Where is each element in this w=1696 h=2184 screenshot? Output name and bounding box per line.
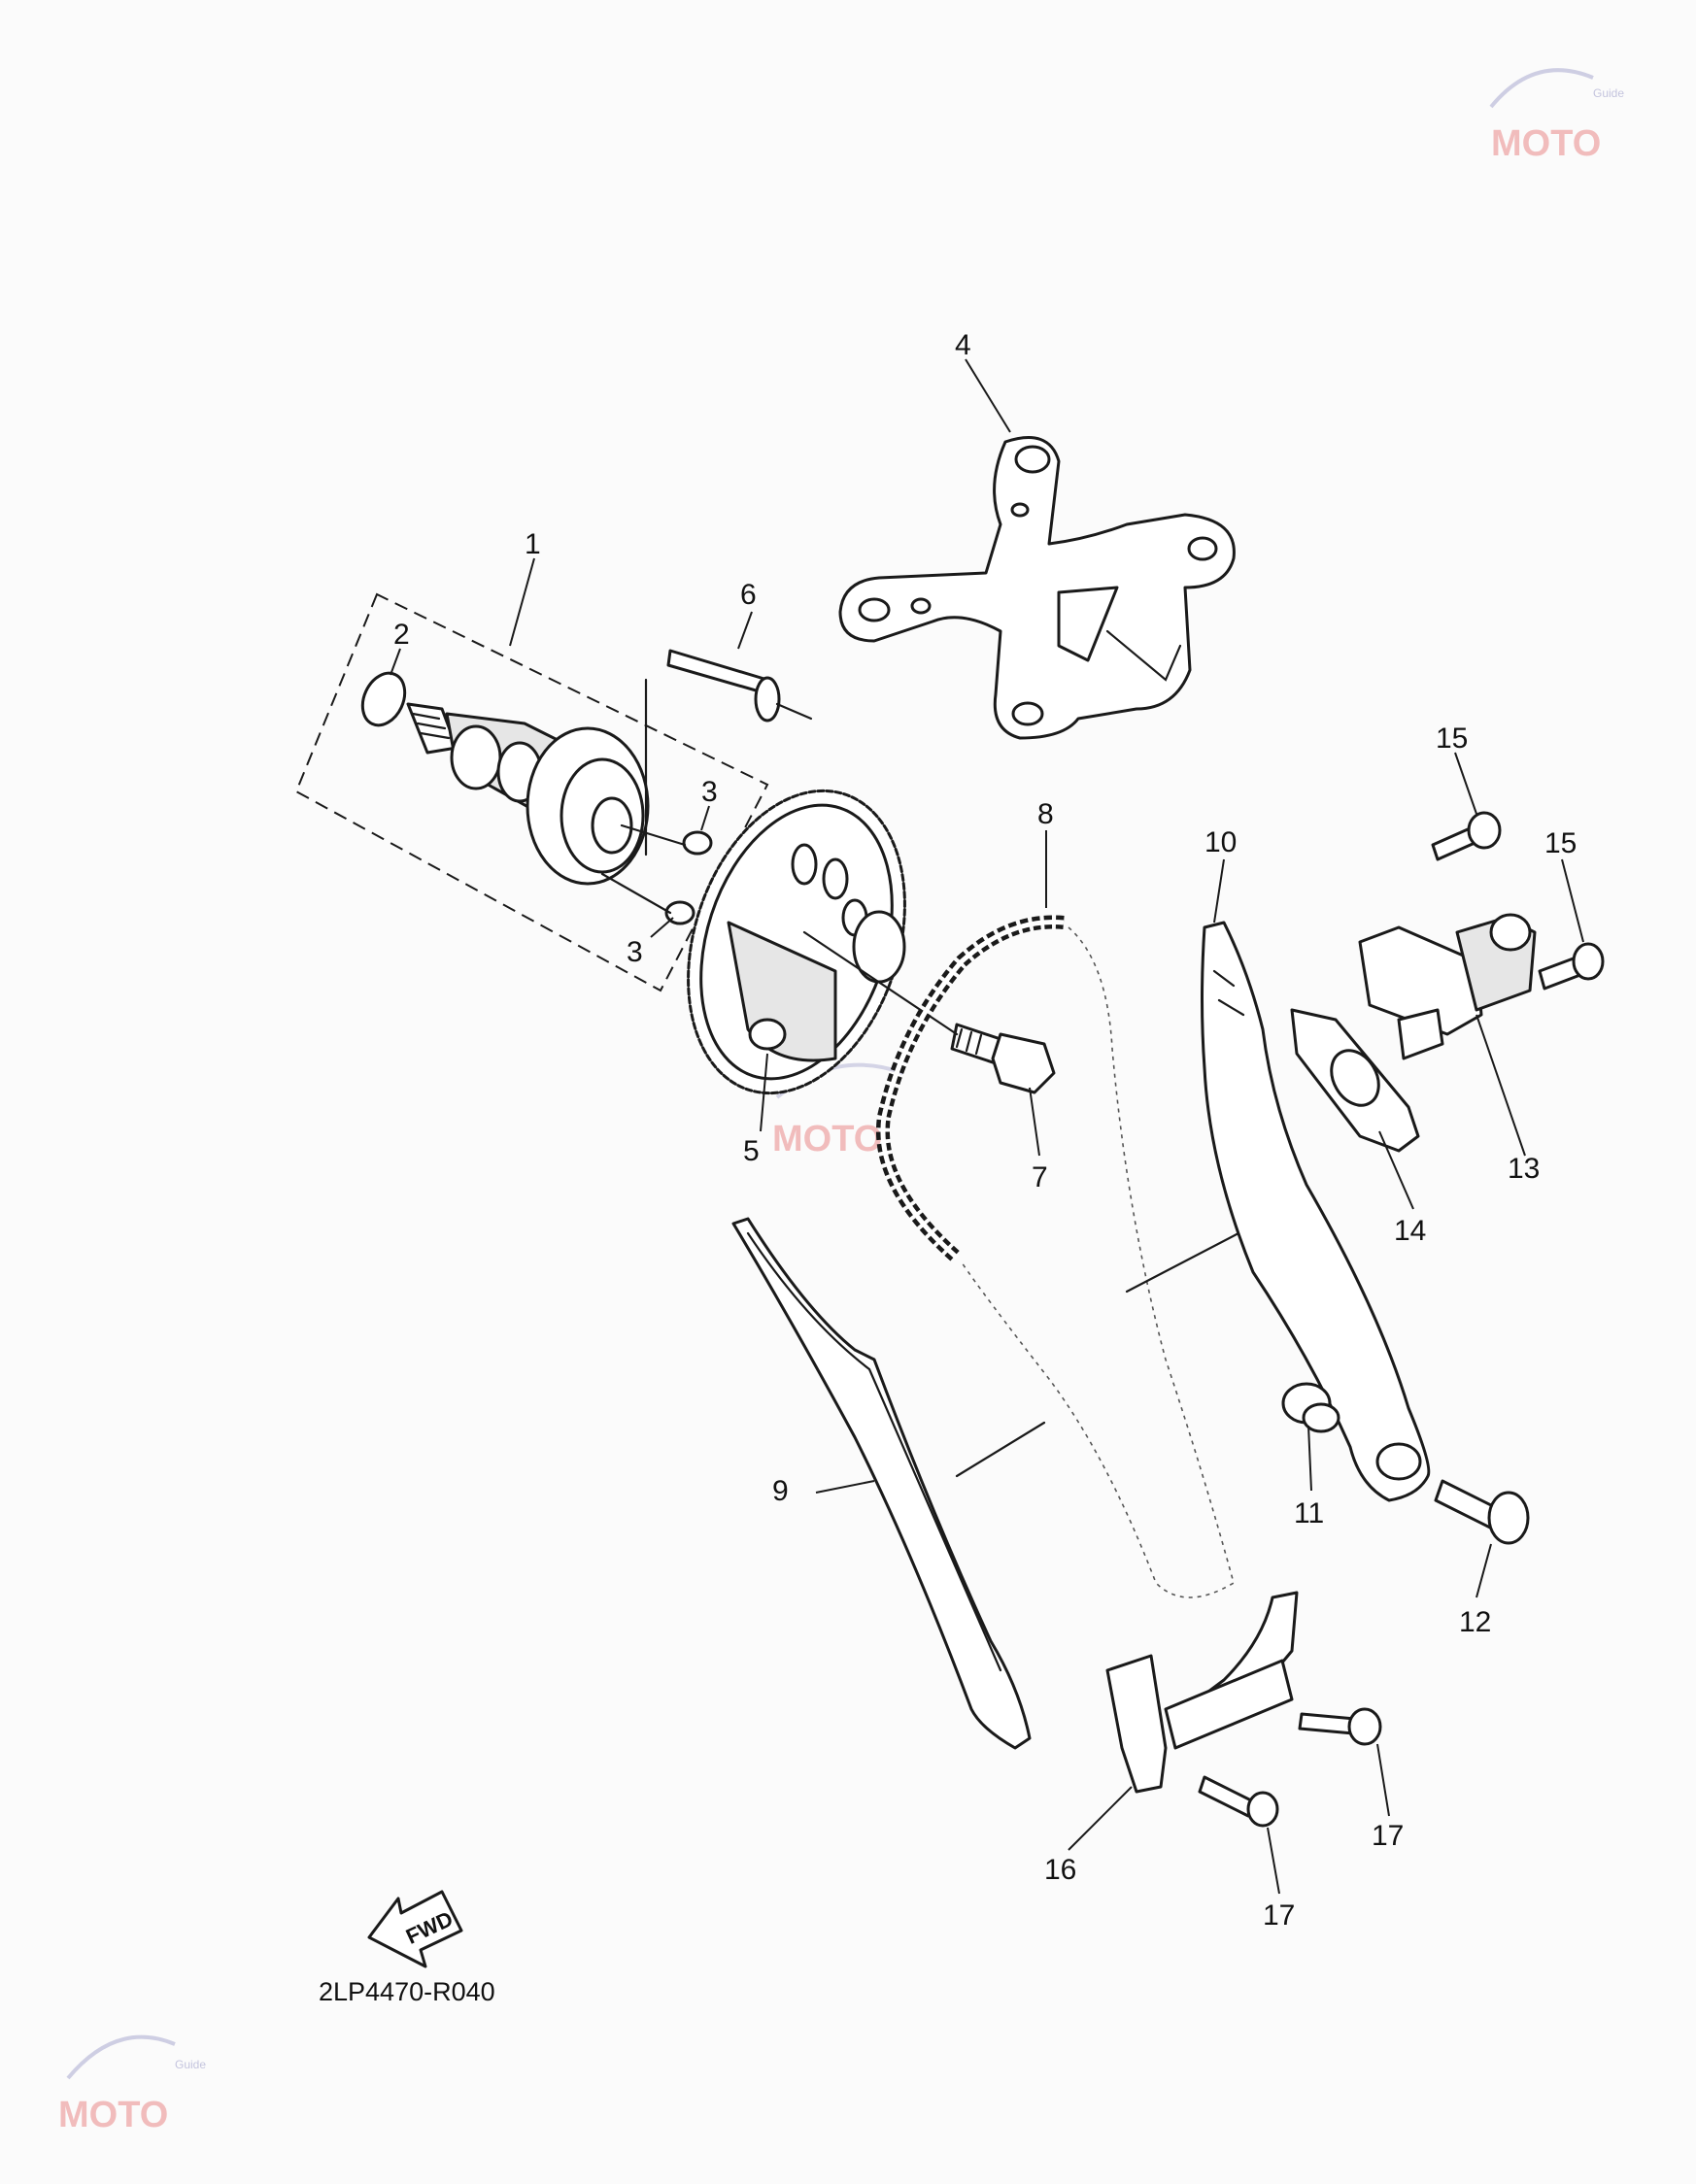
callout-5: 5	[743, 1135, 760, 1167]
dowel-pin-guides	[600, 823, 687, 915]
guide-section-marks	[955, 1231, 1240, 1478]
part-9-chain-guide	[731, 1217, 1240, 1750]
camshaft-bore	[591, 796, 633, 855]
part-14-gasket	[1290, 1008, 1420, 1153]
callout-17-lower: 17	[1263, 1899, 1295, 1932]
callout-6: 6	[740, 579, 757, 611]
callout-15-upper: 15	[1436, 722, 1468, 755]
lower-guide-bracket	[1164, 1659, 1294, 1750]
sprocket-hole-2	[822, 857, 849, 900]
guide-edge	[746, 1231, 1002, 1672]
callout-3-upper: 3	[701, 776, 718, 808]
bracket-hole-right	[1187, 536, 1218, 561]
part-17-bolts	[1198, 1707, 1382, 1828]
callout-10: 10	[1204, 826, 1237, 858]
bolt12-head	[1487, 1491, 1530, 1545]
arm-slots	[1212, 969, 1245, 1017]
part-13-tensioner	[1358, 913, 1537, 1060]
part-8-timing-chain	[876, 915, 1235, 1598]
watermark-top: MOTO Guide	[1489, 68, 1624, 164]
camshaft-lobe-1	[450, 724, 502, 790]
callout-11: 11	[1294, 1497, 1324, 1529]
part-5-cam-sprocket	[687, 789, 906, 1095]
diagram-code: 2LP4470-R040	[319, 1977, 495, 2006]
tensioner-flange	[1358, 925, 1483, 1036]
fwd-arrow-icon	[367, 1890, 463, 1968]
leader-lines	[390, 358, 1584, 1895]
callout-2: 2	[393, 619, 410, 651]
part-15-bolts	[1431, 811, 1605, 991]
decomp-weight	[748, 1018, 787, 1051]
chain-hidden-path	[961, 926, 1235, 1598]
callout-7: 7	[1032, 1161, 1048, 1193]
callout-8: 8	[1037, 798, 1054, 830]
bracket-hole-left-small	[910, 597, 932, 615]
callout-17-right: 17	[1372, 1820, 1404, 1852]
bracket-hole-center	[1010, 502, 1030, 518]
dowel-pin-upper	[682, 830, 713, 856]
callout-4: 4	[955, 329, 971, 361]
watermark-top-sub: Guide	[1593, 86, 1624, 100]
bolt-thread	[955, 1027, 983, 1056]
bolt-axis	[802, 930, 959, 1036]
part-16-lower-guide	[1105, 1591, 1299, 1794]
watermark-center-text: MOTO	[772, 1119, 882, 1159]
collar-back	[1302, 1402, 1340, 1433]
arm-pivot-hole	[1375, 1442, 1422, 1481]
part-7-bolt	[802, 930, 1056, 1094]
bracket-hole-top	[1014, 445, 1051, 474]
bracket-hole-bottom	[1011, 701, 1044, 726]
bolt15b-head	[1572, 942, 1605, 981]
watermark-center: MOTO	[772, 1062, 904, 1159]
watermark-bottom-sub: Guide	[175, 2058, 206, 2071]
callout-9: 9	[772, 1475, 789, 1507]
chain-inner	[880, 920, 1065, 1260]
bracket-flange	[1105, 629, 1182, 682]
bracket-cutout	[1057, 586, 1119, 662]
part-1-camshaft	[406, 678, 650, 886]
part-1-assembly-box	[294, 592, 769, 992]
callout-1: 1	[525, 528, 541, 560]
bolt15a-head	[1467, 811, 1502, 850]
guide-body	[731, 1217, 1032, 1750]
bolt-head	[991, 1032, 1056, 1094]
bracket-body	[838, 436, 1236, 740]
part-10-tensioner-arm	[1201, 921, 1431, 1502]
part-6-pin	[666, 649, 813, 722]
part-4-bracket-plate	[838, 436, 1236, 740]
watermark-bottom: MOTO Guide	[58, 2034, 206, 2135]
tensioner-plunger	[1397, 1008, 1444, 1060]
callout-16: 16	[1044, 1854, 1076, 1886]
lower-guide-pad	[1105, 1654, 1168, 1794]
watermark-bottom-text: MOTO	[58, 2095, 168, 2135]
callout-15-right: 15	[1544, 827, 1577, 859]
callout-3-lower: 3	[627, 936, 643, 968]
pin-head	[754, 676, 781, 722]
callout-14: 14	[1394, 1215, 1426, 1247]
part-12-bolt	[1434, 1479, 1530, 1545]
watermark-top-text: MOTO	[1491, 123, 1601, 164]
bolt17a-head	[1347, 1707, 1382, 1746]
callout-13: 13	[1508, 1153, 1540, 1185]
bolt17b-head	[1246, 1791, 1279, 1828]
tensioner-cap	[1489, 913, 1532, 952]
gasket-hole	[1330, 1049, 1380, 1107]
callout-12: 12	[1459, 1606, 1491, 1638]
part-2-o-ring	[360, 671, 407, 727]
bracket-hole-left	[858, 597, 891, 622]
arm-body	[1201, 921, 1431, 1502]
part-11-collar	[1281, 1382, 1340, 1433]
pin-tip	[775, 702, 813, 721]
bolt17a-shank	[1298, 1712, 1357, 1735]
sprocket-hole-1	[791, 843, 818, 886]
camshaft-thread-lines	[411, 712, 451, 740]
